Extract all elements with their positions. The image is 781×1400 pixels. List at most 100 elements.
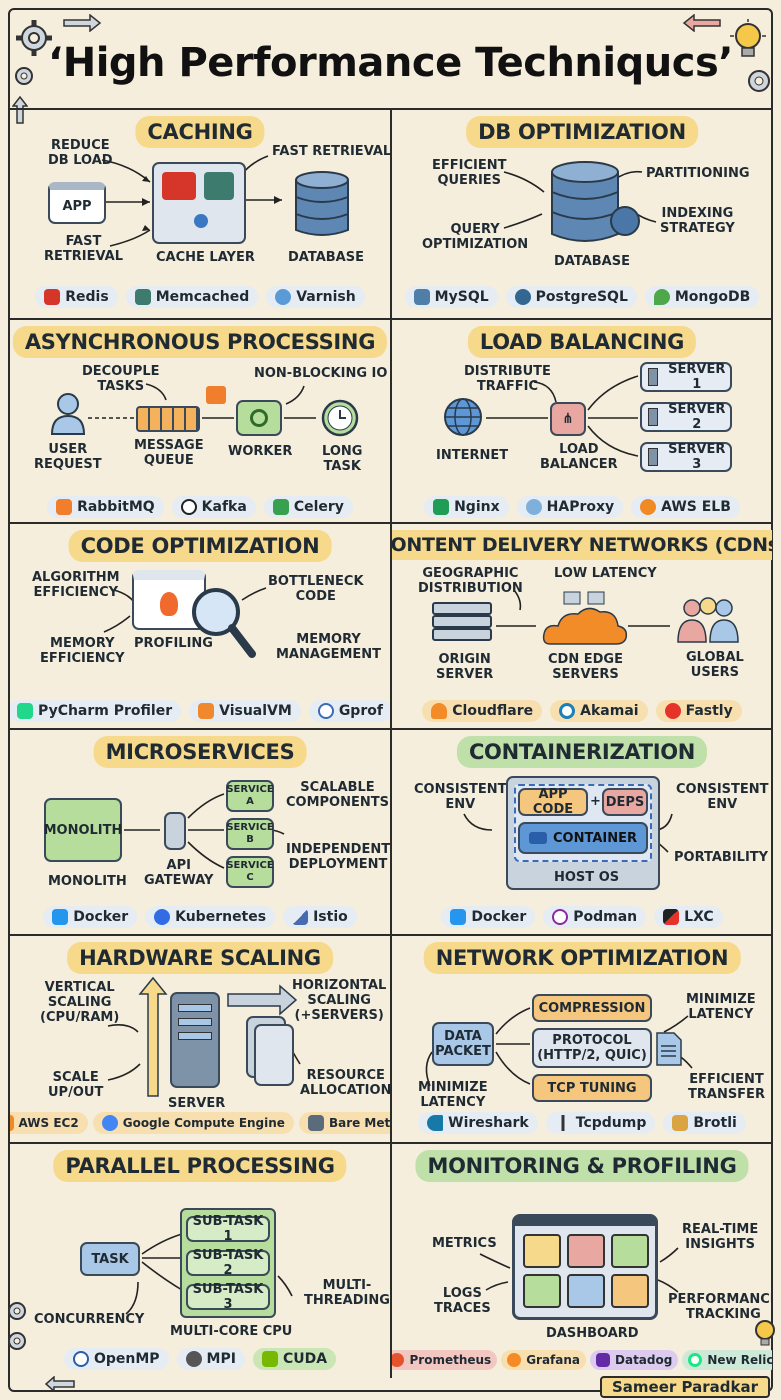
- tool-pill: Docker: [441, 906, 536, 928]
- gear-icon: [250, 409, 268, 427]
- fastly-icon: [664, 703, 681, 719]
- arrow-left-icon: [682, 14, 721, 32]
- arrow-right-icon: [63, 14, 102, 32]
- server-rack-icon: [432, 602, 492, 641]
- label-metrics: METRICS: [432, 1236, 497, 1251]
- label-long-task: LONG TASK: [322, 444, 363, 474]
- tool-pill: PyCharm Profiler: [10, 700, 182, 722]
- cloudflare-icon: [431, 703, 448, 719]
- label-multi-core-cpu: MULTI-CORE CPU: [170, 1324, 293, 1339]
- tool-pill: OpenMP: [63, 1348, 169, 1370]
- timeline-icon: [567, 1274, 605, 1308]
- gear-icon: [748, 70, 770, 92]
- label-worker: WORKER: [228, 444, 293, 459]
- fire-icon: [160, 592, 178, 616]
- label-efficient-queries: EFFICIENT QUERIES: [432, 158, 507, 188]
- panel-heading: MONITORING & PROFILING: [415, 1150, 749, 1182]
- arrow-left-icon: [44, 1376, 75, 1392]
- panel-heading: PARALLEL PROCESSING: [53, 1150, 347, 1182]
- label-cache-layer: CACHE LAYER: [156, 250, 255, 265]
- tool-pill: Datadog: [590, 1350, 679, 1370]
- kubernetes-icon: [154, 909, 171, 925]
- tool-pill: PostgreSQL: [505, 286, 637, 308]
- panel-cdns: CONTENT DELIVERY NETWORKS (CDNs) GEOGRAP…: [392, 524, 772, 730]
- tool-pill: Varnish: [266, 286, 365, 308]
- service-c-box: SERVICE C: [226, 856, 274, 888]
- gear-icon: [8, 1332, 26, 1350]
- drive-icon: [178, 1018, 212, 1026]
- tool-pill: Wireshark: [418, 1112, 538, 1134]
- grafana-icon: [507, 1353, 522, 1367]
- label-resource-allocation: RESOURCE ALLOCATION: [300, 1068, 390, 1098]
- tool-pill: MySQL: [404, 286, 498, 308]
- panel-asynchronous-processing: ASYNCHRONOUS PROCESSING DECOUPLE TASKS N…: [10, 320, 390, 526]
- label-global-users: GLOBAL USERS: [686, 650, 744, 680]
- panel-caching: CACHING REDUCE DB LOAD FAST RETRIEVAL AP…: [10, 110, 390, 316]
- tool-pill: Gprof: [308, 700, 390, 722]
- label-vertical-scaling: VERTICAL SCALING (CPU/RAM): [40, 980, 120, 1025]
- prometheus-icon: [392, 1353, 405, 1367]
- mysql-icon: [413, 289, 430, 305]
- label-minimize-latency: MINIMIZE LATENCY: [686, 992, 756, 1022]
- server-1-box: SERVER 1: [640, 362, 732, 392]
- cuda-icon: [261, 1351, 278, 1367]
- lightbulb-icon: [755, 1320, 775, 1346]
- haproxy-icon: [525, 499, 542, 515]
- podman-icon: [552, 909, 569, 925]
- subtask-1-box: SUB-TASK 1: [186, 1214, 270, 1244]
- lxc-icon: [663, 909, 680, 925]
- tool-list: Docker Kubernetes Istio: [10, 906, 390, 928]
- redis-icon: [44, 289, 61, 305]
- container-box: CONTAINER: [518, 822, 648, 854]
- tool-pill: MongoDB: [644, 286, 760, 308]
- server-icon: [648, 368, 658, 386]
- tool-list: MySQL PostgreSQL MongoDB: [392, 286, 772, 308]
- gear-icon: [15, 67, 33, 85]
- tcp-tuning-box: TCP TUNING: [532, 1074, 652, 1102]
- label-database: DATABASE: [554, 254, 630, 269]
- panel-heading: CODE OPTIMIZATION: [68, 530, 332, 562]
- tool-list: RabbitMQ Kafka Celery: [10, 496, 390, 518]
- tool-pill: Fastly: [655, 700, 742, 722]
- tool-pill: Istio: [283, 906, 357, 928]
- tool-pill: AWS EC2: [10, 1112, 88, 1134]
- tool-pill: Akamai: [550, 700, 648, 722]
- label-real-time-insights: REAL-TIME INSIGHTS: [682, 1222, 759, 1252]
- divider: [390, 108, 392, 1378]
- tool-list: Nginx HAProxy AWS ELB: [392, 496, 772, 518]
- label-horizontal-scaling: HORIZONTAL SCALING (+SERVERS): [292, 978, 387, 1023]
- message-queue-box: [136, 406, 200, 432]
- network-icon: ⋔: [562, 410, 574, 427]
- docker-icon: [450, 909, 467, 925]
- drive-icon: [178, 1004, 212, 1012]
- tool-list: Docker Podman LXC: [392, 906, 772, 928]
- panel-microservices: MICROSERVICES MONOLITH SERVICE A SERVICE…: [10, 730, 390, 936]
- gauge-icon: [523, 1234, 561, 1268]
- visualvm-icon: [198, 703, 215, 719]
- postgresql-icon: [514, 289, 531, 305]
- panel-db-optimization: DB OPTIMIZATION EFFICIENT QUERIES PARTIT…: [392, 110, 772, 316]
- subtask-2-box: SUB-TASK 2: [186, 1248, 270, 1278]
- akamai-icon: [559, 703, 576, 719]
- divider: [10, 1142, 771, 1144]
- label-decouple-tasks: DECOUPLE TASKS: [82, 364, 160, 394]
- panel-heading: HARDWARE SCALING: [67, 942, 333, 974]
- tool-pill: Tcpdump: [545, 1112, 656, 1134]
- label-consistent-env-2: CONSISTENT ENV: [676, 782, 769, 812]
- tool-pill: New Relic: [682, 1350, 772, 1370]
- label-query-optimization: QUERY OPTIMIZATION: [422, 222, 529, 252]
- label-scalable-components: SCALABLE COMPONENTS: [286, 780, 389, 810]
- tool-pill: Nginx: [424, 496, 509, 518]
- gprof-icon: [317, 703, 334, 719]
- panel-heading: CACHING: [135, 116, 265, 148]
- label-concurrency: CONCURRENCY: [34, 1312, 145, 1327]
- magnifier-icon: [192, 588, 256, 658]
- task-box: TASK: [80, 1242, 140, 1276]
- protocol-box: PROTOCOL (HTTP/2, QUIC): [532, 1028, 652, 1068]
- celery-icon: [272, 499, 289, 515]
- wireshark-icon: [427, 1115, 444, 1131]
- divider: [10, 728, 771, 730]
- gear-icon: [8, 1302, 26, 1320]
- panel-parallel-processing: PARALLEL PROCESSING SUB-TASK 1 TASK SUB-…: [10, 1144, 390, 1376]
- label-api-gateway: API GATEWAY: [144, 858, 214, 888]
